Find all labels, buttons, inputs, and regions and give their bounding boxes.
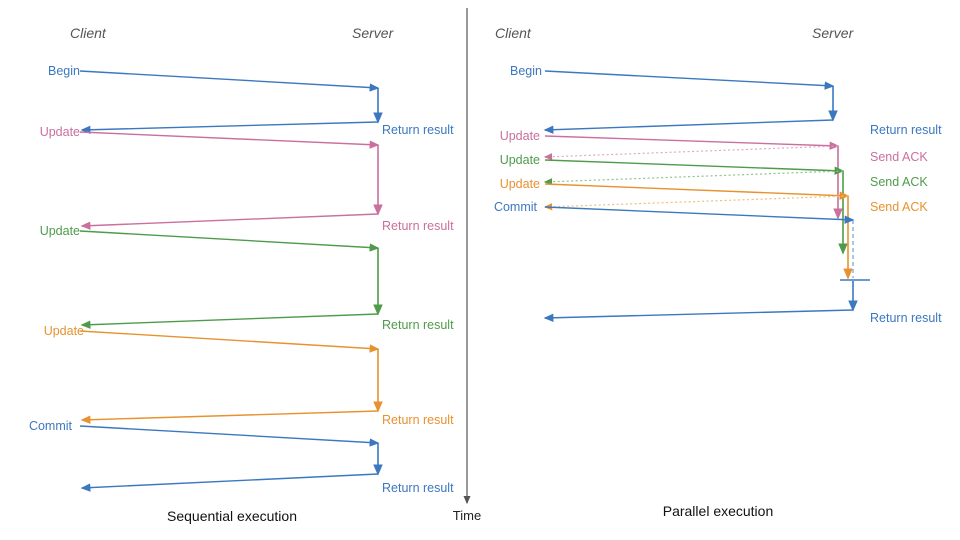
actor-label-client: Client bbox=[495, 25, 532, 41]
message-label-return-result: Return result bbox=[382, 318, 454, 332]
message-label-commit: Commit bbox=[494, 200, 538, 214]
message-arrow-send-ack bbox=[543, 145, 839, 161]
message-label-begin: Begin bbox=[510, 64, 542, 78]
time-axis-label: Time bbox=[453, 508, 481, 523]
message-label-return-result: Return result bbox=[382, 219, 454, 233]
message-arrow-return-result bbox=[80, 121, 379, 134]
message-label-update: Update bbox=[500, 153, 540, 167]
panel-caption-parallel: Parallel execution bbox=[663, 503, 774, 519]
actor-label-server: Server bbox=[352, 25, 395, 41]
panel-caption-sequential: Sequential execution bbox=[167, 508, 297, 524]
message-label-update: Update bbox=[500, 177, 540, 191]
message-arrow-commit bbox=[79, 425, 380, 447]
message-label-return-result: Return result bbox=[382, 123, 454, 137]
time-axis-group: Time Sequential execution Parallel executi… bbox=[167, 8, 773, 524]
message-arrow-update bbox=[79, 230, 380, 252]
message-arrow-return-result bbox=[80, 473, 379, 492]
message-arrow-return-result bbox=[80, 213, 379, 230]
message-label-return-result: Return result bbox=[870, 311, 942, 325]
message-arrow-return-result bbox=[80, 313, 379, 329]
message-label-begin: Begin bbox=[48, 64, 80, 78]
message-arrow-update bbox=[544, 135, 840, 150]
message-label-return-result: Return result bbox=[382, 481, 454, 495]
message-label-update: Update bbox=[40, 125, 80, 139]
message-arrow-return-result bbox=[80, 410, 379, 424]
message-label-commit: Commit bbox=[29, 419, 73, 433]
message-arrow-begin bbox=[79, 70, 380, 92]
actor-label-server: Server bbox=[812, 25, 855, 41]
message-label-update: Update bbox=[44, 324, 84, 338]
message-arrow-return-result bbox=[543, 119, 834, 134]
message-label-send-ack: Send ACK bbox=[870, 150, 928, 164]
message-arrow-update bbox=[79, 330, 380, 353]
message-arrow-begin bbox=[544, 70, 835, 90]
message-arrow-update bbox=[544, 159, 845, 175]
message-label-return-result: Return result bbox=[382, 413, 454, 427]
message-label-send-ack: Send ACK bbox=[870, 175, 928, 189]
message-arrow-commit bbox=[544, 206, 855, 224]
message-label-send-ack: Send ACK bbox=[870, 200, 928, 214]
message-arrow-update bbox=[544, 183, 850, 200]
message-label-update: Update bbox=[40, 224, 80, 238]
message-arrow-return-result bbox=[543, 309, 854, 322]
message-label-update: Update bbox=[500, 129, 540, 143]
message-arrow-send-ack bbox=[543, 195, 849, 211]
message-label-return-result: Return result bbox=[870, 123, 942, 137]
message-arrow-send-ack bbox=[543, 170, 844, 186]
message-arrow-update bbox=[79, 131, 380, 149]
actor-label-client: Client bbox=[70, 25, 107, 41]
